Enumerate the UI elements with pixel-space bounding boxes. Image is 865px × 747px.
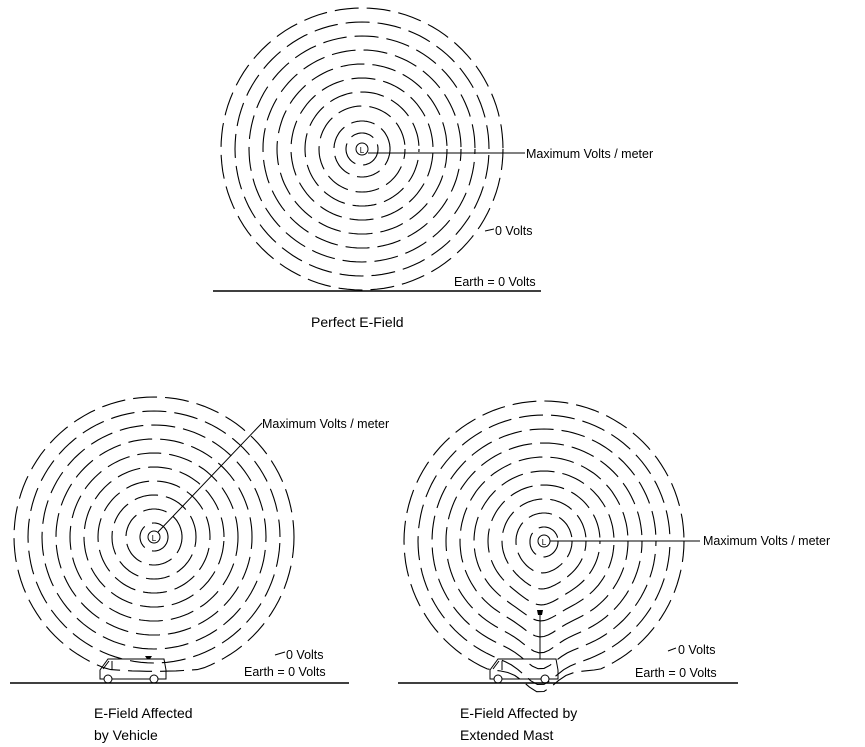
equipotential-ring: [262, 49, 462, 249]
equipotential-rings: [13, 396, 295, 672]
equipotential-ring: [83, 466, 225, 608]
equipotential-ring: [417, 414, 671, 686]
caption-line-1: E-Field Affected by: [460, 705, 577, 721]
mast-tip-icon: [537, 610, 543, 615]
equipotential-ring: [69, 452, 239, 622]
source-circle: [355, 142, 369, 156]
wheel-rear: [149, 674, 159, 684]
equipotential-ring: [304, 91, 420, 207]
mast-e-field-panel: L Maximum Volts / meter 0 Volts Earth = …: [398, 400, 830, 743]
equipotential-ring: [41, 424, 267, 650]
equipotential-ring: [125, 508, 183, 566]
equipotential-ring: [139, 522, 169, 552]
equipotential-ring: [403, 400, 685, 693]
antenna-base-icon: [145, 656, 152, 659]
source-glyph: L: [542, 538, 547, 547]
equipotential-ring: [111, 494, 197, 580]
zero-volts-label: 0 Volts: [495, 224, 533, 238]
source-glyph: L: [152, 534, 157, 543]
equipotential-ring: [473, 470, 615, 622]
equipotential-ring: [431, 428, 657, 670]
equipotential-rings: [403, 400, 685, 693]
equipotential-ring: [97, 480, 211, 594]
zero-leader-line: [274, 651, 286, 656]
zero-volts-label: 0 Volts: [678, 643, 716, 657]
wheel-rear: [540, 674, 550, 684]
zero-leader-line: [667, 647, 677, 652]
max-volts-label: Maximum Volts / meter: [526, 147, 653, 161]
equipotential-ring: [529, 526, 559, 558]
zero-volts-label: 0 Volts: [286, 648, 324, 662]
max-volts-label: Maximum Volts / meter: [703, 534, 830, 548]
equipotential-ring: [55, 438, 253, 636]
max-volts-label: Maximum Volts / meter: [262, 417, 389, 431]
equipotential-ring: [234, 21, 490, 277]
earth-label: Earth = 0 Volts: [244, 665, 326, 679]
perfect-e-field-panel: L Maximum Volts / meter 0 Volts Earth = …: [213, 7, 653, 330]
equipotential-ring: [318, 105, 406, 193]
equipotential-ring: [345, 132, 379, 166]
vehicle-e-field-panel: L Maximum Volts / meter 0 Volts Earth = …: [10, 396, 389, 743]
earth-label: Earth = 0 Volts: [635, 666, 717, 680]
caption-line-1: E-Field Affected: [94, 705, 193, 721]
equipotential-ring: [333, 120, 391, 178]
equipotential-ring: [248, 35, 476, 263]
equipotential-ring: [276, 63, 448, 235]
vehicle-with-mast-icon: [489, 610, 559, 684]
wheel-front: [493, 674, 503, 684]
equipotential-ring: [501, 498, 587, 590]
equipotential-ring: [13, 396, 295, 672]
equipotential-ring: [515, 512, 573, 574]
wheel-front: [103, 674, 113, 684]
source-circle: [147, 530, 161, 544]
zero-leader-line: [484, 228, 495, 232]
caption-line-2: by Vehicle: [94, 727, 158, 743]
equipotential-rings: [220, 7, 504, 291]
equipotential-ring: [27, 410, 281, 664]
source-glyph: L: [360, 146, 365, 155]
earth-label: Earth = 0 Volts: [454, 275, 536, 289]
equipotential-ring: [220, 7, 504, 291]
equipotential-ring: [290, 77, 434, 221]
max-leader-line: [157, 422, 263, 533]
equipotential-ring: [487, 484, 601, 606]
caption-line-2: Extended Mast: [460, 727, 553, 743]
caption: Perfect E-Field: [311, 314, 404, 330]
equipotential-ring: [459, 456, 629, 638]
equipotential-ring: [445, 442, 643, 654]
